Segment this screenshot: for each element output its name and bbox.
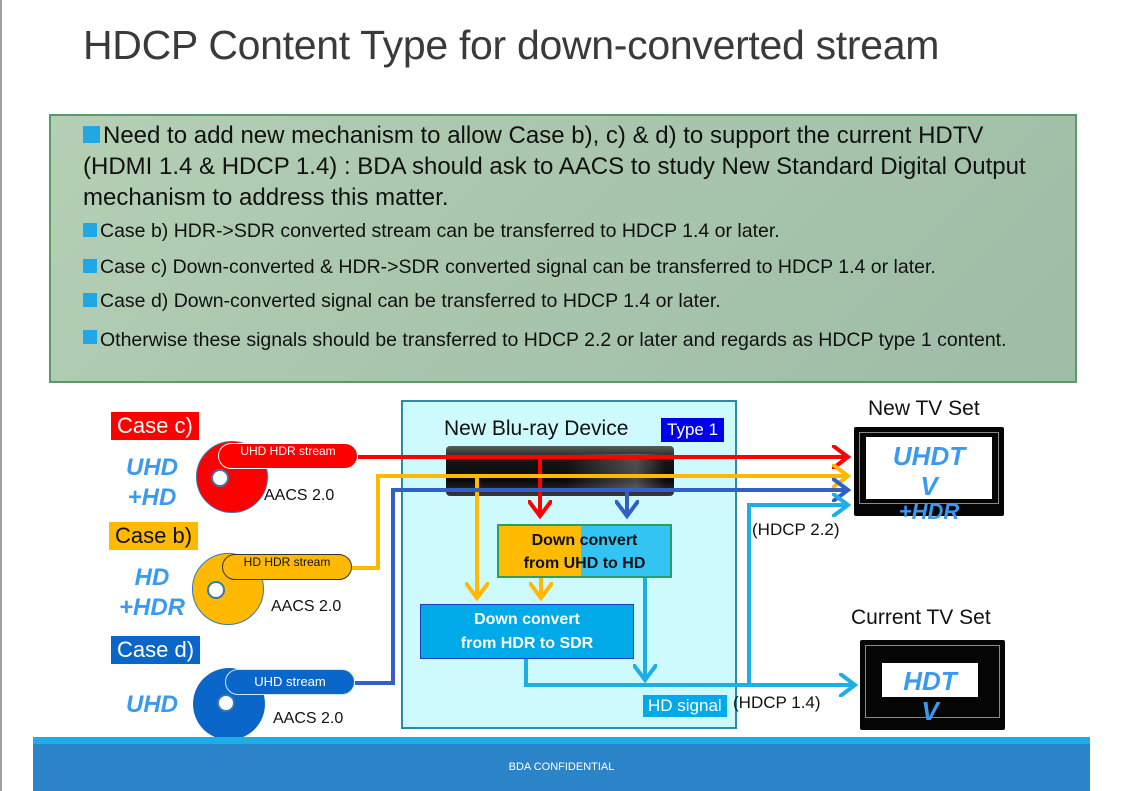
wire-case-d <box>355 490 848 685</box>
disc-hole <box>207 581 225 599</box>
bullet-item-text: Case b) HDR->SDR converted stream can be… <box>100 220 780 242</box>
hdcp-22-label: (HDCP 2.2) <box>752 520 840 539</box>
case-b-format: HD +HDR <box>112 563 192 623</box>
stream-pill: HD HDR stream <box>222 554 352 580</box>
converter-line: Down convert <box>474 611 580 628</box>
disc-hole <box>211 469 229 487</box>
protection-label: AACS 2.0 <box>273 710 344 727</box>
current-tv-title: Current TV Set <box>851 606 991 629</box>
bullet-item-text: Otherwise these signals should be transf… <box>100 329 1007 351</box>
footer: BDA CONFIDENTIAL <box>33 744 1090 791</box>
blu-ray-player-image <box>446 446 674 496</box>
player-sheen <box>566 454 666 488</box>
tv-screen <box>866 437 992 499</box>
device-title: New Blu-ray Device <box>444 417 629 440</box>
new-tv-icon: UHDT V +HDR <box>854 427 1004 523</box>
format-line: HD <box>134 564 170 591</box>
footer-stripe <box>33 737 1090 744</box>
tv-screen-text: HDT V <box>882 666 978 726</box>
tv-screen-line: UHDT <box>892 441 966 471</box>
hdr-badge: +HDR <box>898 499 960 524</box>
protection-label: AACS 2.0 <box>264 487 335 504</box>
format-line: +HD <box>127 484 177 511</box>
slide-title: HDCP Content Type for down-converted str… <box>83 22 940 68</box>
converter-line: from HDR to SDR <box>460 635 594 652</box>
tv-screen-line: V <box>921 696 939 726</box>
tv-screen <box>882 663 978 697</box>
uhd-to-hd-converter: Down convert from UHD to HD <box>497 524 672 578</box>
current-tv-icon: HDT V <box>860 640 1005 730</box>
converter-line: from UHD to HD <box>523 555 646 572</box>
bullet-main: Need to add new mechanism to allow Case … <box>83 120 1043 213</box>
hd-signal-label: HD signal <box>643 695 727 717</box>
format-line: +HDR <box>118 594 185 621</box>
bullet-item-text: Case d) Down-converted signal can be tra… <box>100 290 721 312</box>
format-line: UHD <box>126 454 178 481</box>
bullet-square-icon <box>83 126 100 143</box>
hdcp-14-label: (HDCP 1.4) <box>733 693 821 712</box>
bullet-item: Case b) HDR->SDR converted stream can be… <box>83 220 780 243</box>
stream-pill: UHD stream <box>225 669 355 695</box>
bullet-main-text: Need to add new mechanism to allow Case … <box>83 122 1026 211</box>
case-d-label: Case d) <box>111 636 201 664</box>
tv-bezel <box>865 645 1000 718</box>
tv-screen-line: HDT <box>903 666 957 696</box>
wire-to-new-tv <box>747 505 848 685</box>
bullet-square-icon <box>83 293 97 307</box>
bullet-item: Otherwise these signals should be transf… <box>83 327 1060 353</box>
case-d-format: UHD <box>112 690 192 720</box>
tv-screen-text: UHDT V <box>866 441 992 501</box>
hdr-to-sdr-converter: Down convert from HDR to SDR <box>420 604 634 659</box>
wire-sdr-output <box>524 659 855 685</box>
disc-hole <box>217 694 235 712</box>
bullet-square-icon <box>83 223 97 237</box>
case-c-format: UHD +HD <box>112 453 192 513</box>
wire-case-b <box>352 476 848 570</box>
bullet-square-icon <box>83 330 97 344</box>
bullet-item: Case d) Down-converted signal can be tra… <box>83 290 721 313</box>
tv-bezel <box>859 432 999 504</box>
case-b-label: Case b) <box>109 522 199 550</box>
tv-screen-line: V <box>920 471 938 501</box>
converter-line: Down convert <box>531 532 638 549</box>
case-c-label: Case c) <box>111 412 199 440</box>
format-line: UHD <box>126 691 178 718</box>
bullet-panel: Need to add new mechanism to allow Case … <box>49 114 1077 383</box>
bullet-square-icon <box>83 259 97 273</box>
protection-label: AACS 2.0 <box>271 598 342 615</box>
stream-pill: UHD HDR stream <box>218 443 358 469</box>
slide-left-edge <box>0 0 2 791</box>
new-tv-title: New TV Set <box>868 397 980 420</box>
bullet-item-text: Case c) Down-converted & HDR->SDR conver… <box>100 256 936 278</box>
bullet-item: Case c) Down-converted & HDR->SDR conver… <box>83 256 936 279</box>
type-badge: Type 1 <box>661 418 725 442</box>
